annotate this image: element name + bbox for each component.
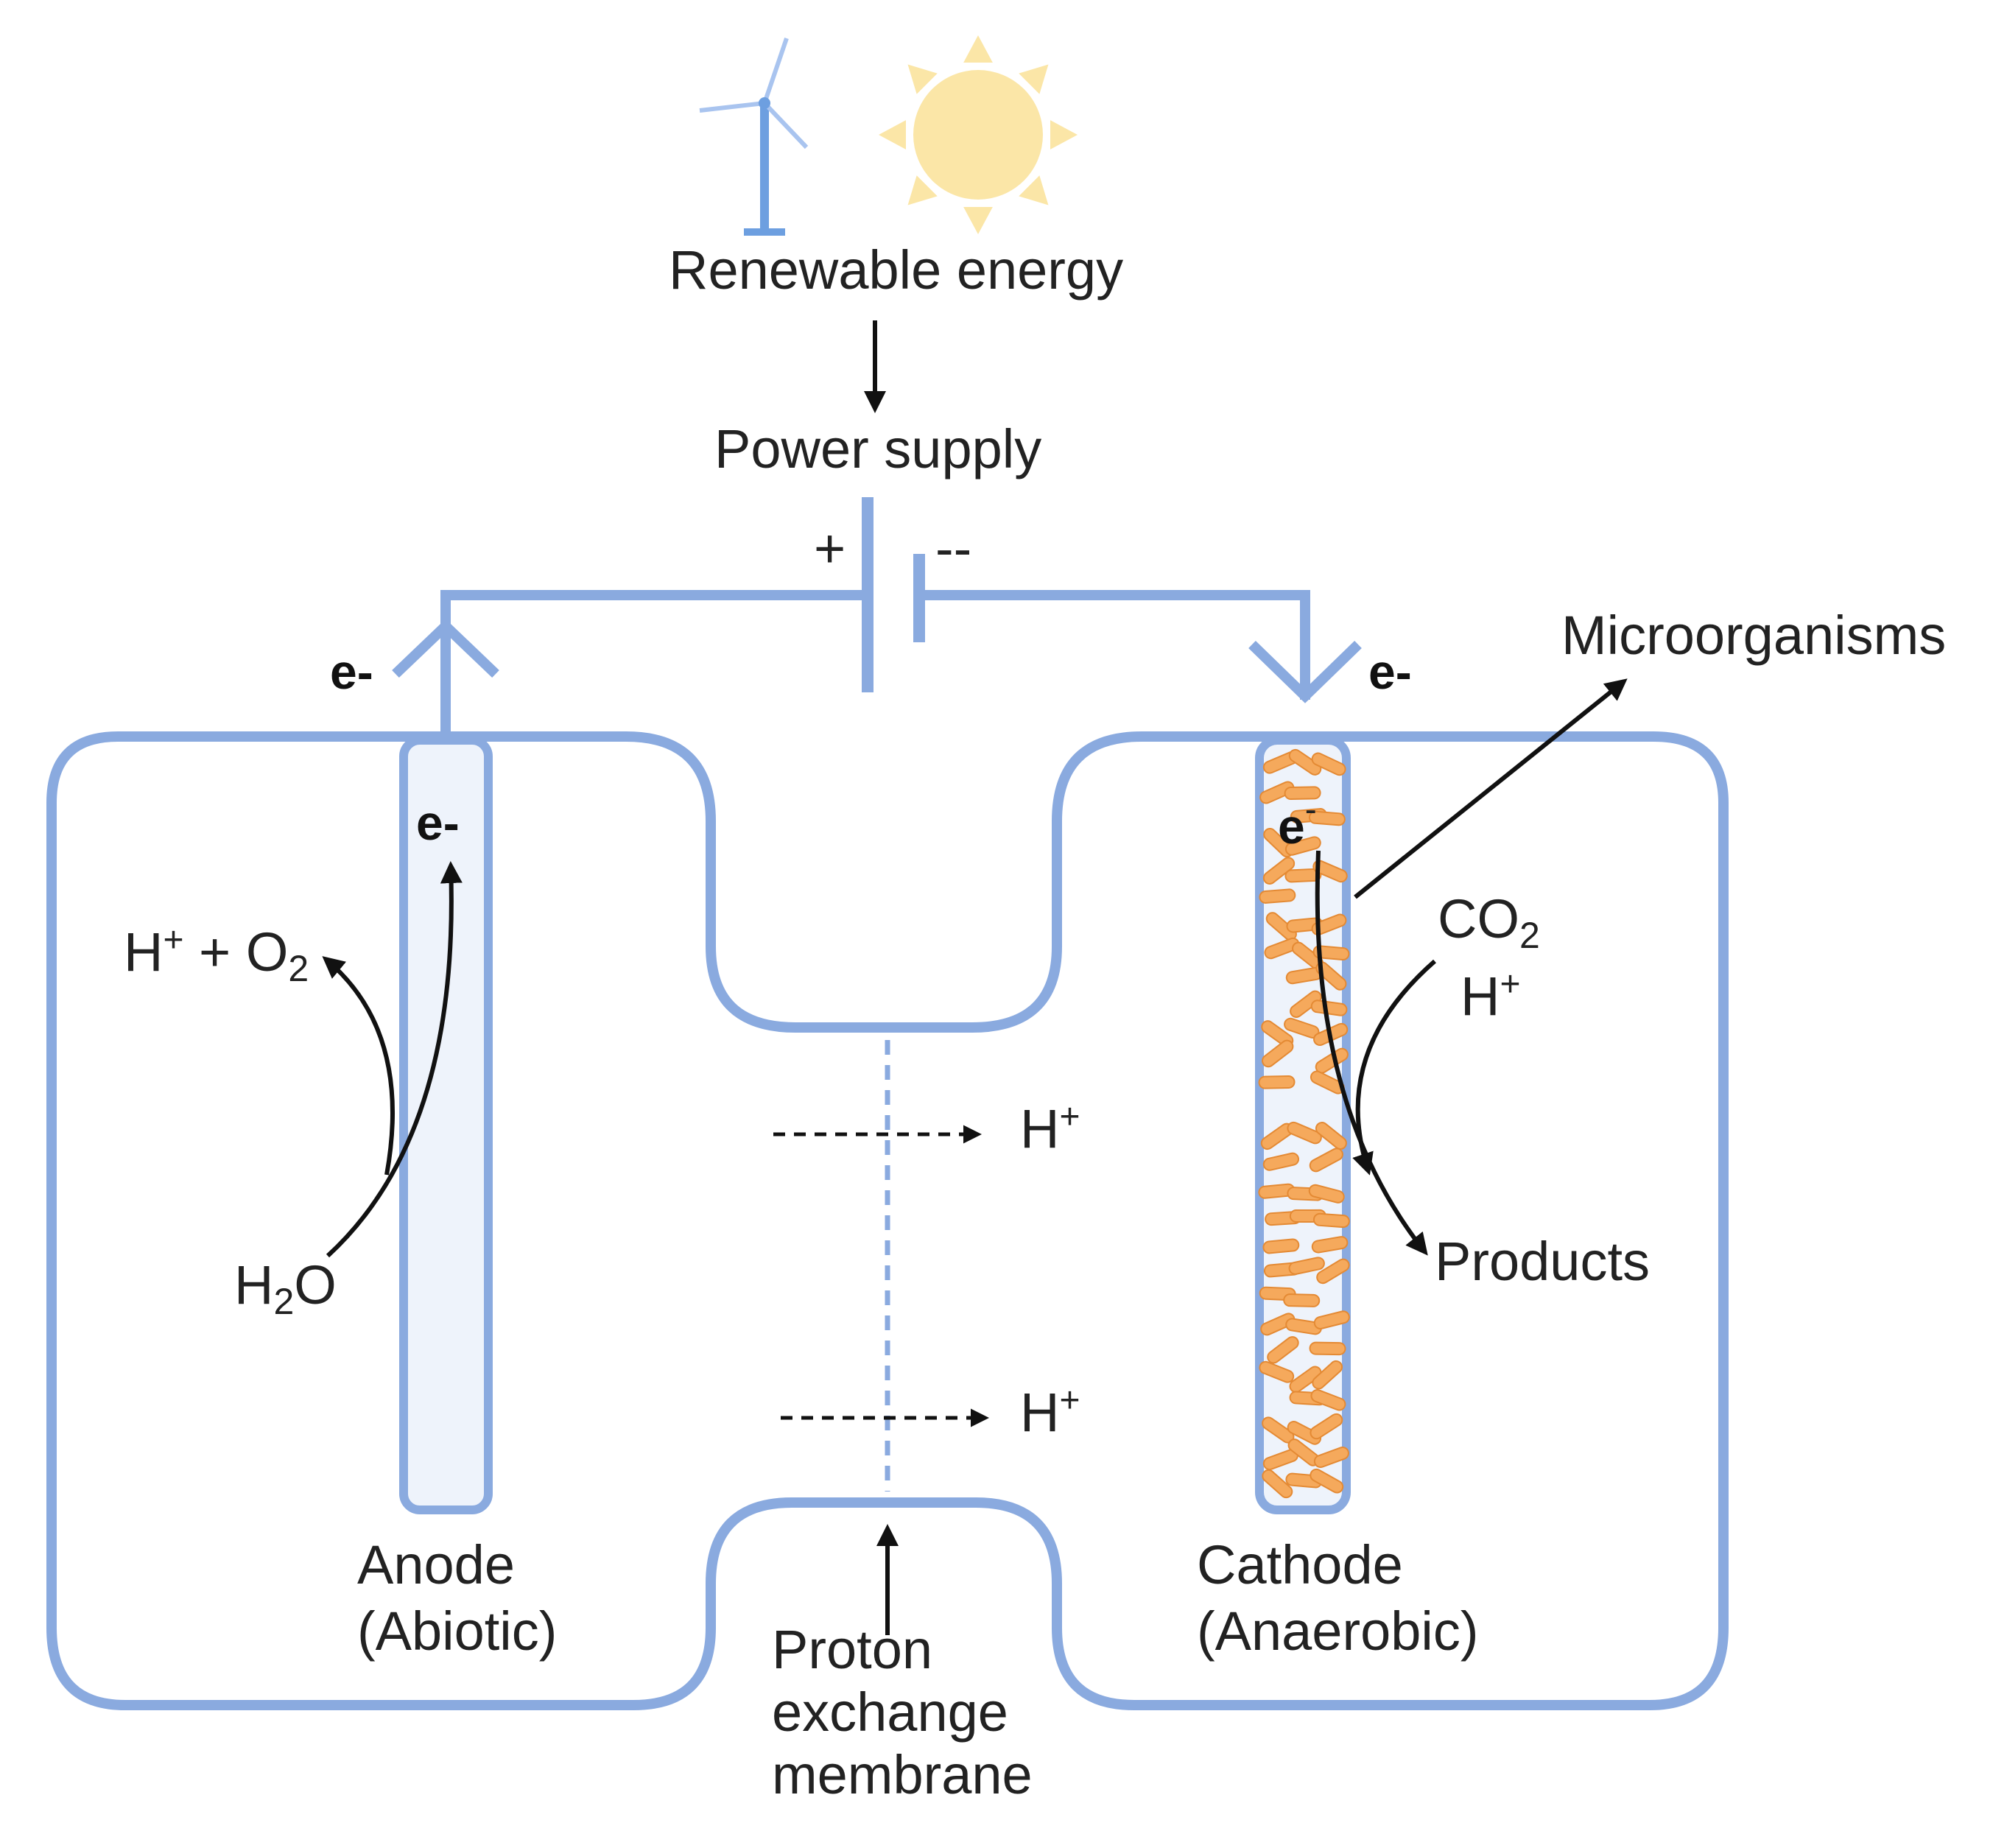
bacterium — [1288, 748, 1322, 776]
bacterium — [1311, 1236, 1349, 1254]
anode-chamber-top — [118, 731, 825, 1033]
bacterium — [1260, 1313, 1296, 1336]
bacterium — [1262, 1039, 1294, 1068]
anode-electrode-electron-label: e- — [416, 795, 460, 850]
anode-electron-label: e- — [330, 644, 373, 699]
sun-ray — [907, 175, 938, 205]
bacterium — [1259, 888, 1296, 904]
bacterium — [1312, 945, 1350, 961]
bacterium — [1313, 1310, 1350, 1330]
membrane-label-line1: Proton — [772, 1619, 932, 1680]
sun-ray — [963, 207, 993, 234]
bacterium — [1258, 1075, 1296, 1089]
sun-ray — [1019, 175, 1049, 205]
bacterium — [1315, 1122, 1347, 1150]
cathode-current-arrow — [1248, 640, 1362, 703]
bacterium — [1311, 913, 1347, 936]
bacterium — [1313, 1446, 1349, 1468]
bacterium — [1284, 868, 1322, 883]
bacterium — [1287, 1421, 1322, 1445]
bacterium — [1259, 781, 1295, 804]
wind-turbine-icon — [699, 38, 809, 236]
bacterium — [1310, 1468, 1344, 1494]
bacterium — [1309, 1148, 1343, 1173]
anode-chamber-wall — [46, 731, 825, 1710]
anode-label: Anode — [357, 1534, 515, 1595]
anode-current-arrow — [392, 619, 499, 678]
anode-electrode — [399, 736, 493, 1514]
bacterium — [1308, 1184, 1345, 1204]
anode-type-label: (Abiotic) — [357, 1601, 557, 1662]
cathode-wire — [919, 590, 1310, 700]
microorganisms-pointer-arrow — [1354, 678, 1628, 899]
cathode-label: Cathode — [1197, 1534, 1403, 1595]
power-supply-label: Power supply — [714, 418, 1041, 479]
bacterium — [1262, 1238, 1300, 1254]
products-label: Products — [1435, 1231, 1650, 1292]
bacterium — [1284, 786, 1321, 801]
oxygen-evolution-arrow — [322, 956, 395, 1176]
cathode-proton-label: H+ — [1461, 965, 1520, 1027]
sun-ray — [1019, 64, 1049, 94]
positive-terminal-label: + — [814, 518, 846, 579]
battery-symbol — [862, 497, 925, 692]
bacterium — [1310, 1413, 1343, 1440]
water-label: H2O — [234, 1254, 337, 1322]
proton-label-lower: H+ — [1020, 1381, 1080, 1443]
bacterium — [1259, 1360, 1295, 1383]
cathode-type-label: (Anaerobic) — [1197, 1601, 1479, 1662]
co2-label: CO2 — [1438, 888, 1540, 956]
electron-release-arrow — [326, 861, 463, 1258]
bacterium — [1316, 1258, 1350, 1285]
bacterium — [1309, 1341, 1346, 1356]
bacterium — [1312, 860, 1348, 883]
cathode-electron-label: e- — [1368, 644, 1412, 699]
cathode-chamber-wall — [825, 731, 1729, 1710]
membrane-label-line2: exchange — [772, 1682, 1008, 1743]
co2-uptake-arrow — [1352, 959, 1436, 1176]
bacterium — [1289, 1366, 1322, 1394]
sun-ray — [879, 120, 906, 150]
bacterium — [1311, 752, 1346, 776]
cathode-electrode-electron-label: e- — [1278, 790, 1317, 854]
bacterium — [1262, 1469, 1293, 1499]
bacterium — [1288, 1257, 1325, 1275]
bacterium — [1315, 961, 1347, 991]
membrane-label-line3: membrane — [772, 1744, 1033, 1805]
bacterium — [1312, 1360, 1343, 1390]
bacterium — [1308, 810, 1346, 826]
electron-to-products-arrow — [1315, 850, 1428, 1256]
renewable-energy-label: Renewable energy — [669, 239, 1123, 301]
bacterium — [1262, 857, 1296, 885]
sun-ray — [963, 35, 993, 63]
bacterium — [1287, 1121, 1322, 1145]
microorganisms-biofilm — [1258, 748, 1350, 1499]
sun-icon — [879, 35, 1078, 234]
bacterium — [1284, 836, 1321, 856]
negative-terminal-label: -- — [935, 518, 971, 579]
sun-ray — [907, 64, 938, 94]
anode-wire — [440, 590, 868, 744]
microorganisms-label: Microorganisms — [1561, 605, 1946, 666]
bacterium — [1310, 1389, 1346, 1411]
bacterium — [1262, 1152, 1300, 1171]
proton-label-upper: H+ — [1020, 1097, 1080, 1159]
bacterium — [1267, 1336, 1299, 1364]
bacterium — [1290, 990, 1322, 1018]
sun-ray — [1050, 120, 1078, 150]
h-plus-o2-label: H+ + O2 — [124, 921, 309, 989]
bacterium — [1312, 1212, 1350, 1229]
bacterium — [1283, 1293, 1321, 1307]
